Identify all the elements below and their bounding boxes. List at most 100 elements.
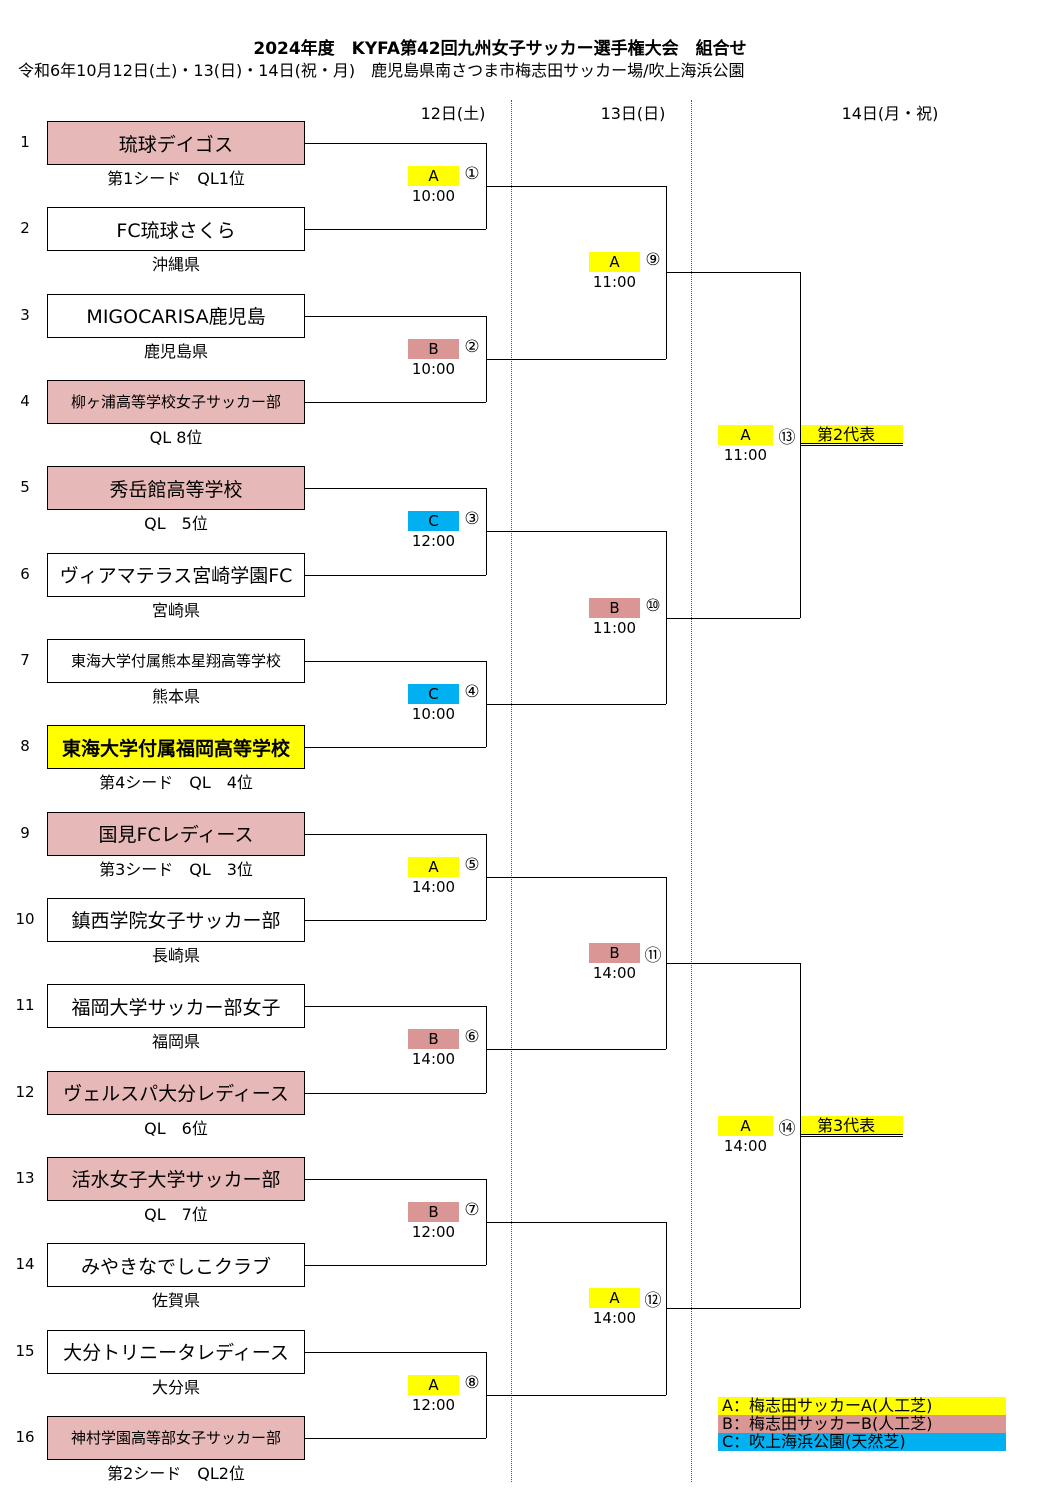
team-subtitle: QL 7位 xyxy=(144,1204,208,1224)
team-subtitle: 熊本県 xyxy=(151,686,200,706)
bracket-line xyxy=(305,660,486,662)
bracket-line xyxy=(305,1351,486,1353)
team-seed-number: 11 xyxy=(15,996,35,1015)
team-box: 琉球デイゴス xyxy=(47,121,305,165)
match-number: ⑧ xyxy=(464,1372,480,1393)
team-box: 国見FCレディース xyxy=(47,811,305,856)
venue-badge: A xyxy=(718,1115,773,1136)
team-seed-number: 9 xyxy=(20,823,30,842)
legend-item-b: B：梅志田サッカーB(人工芝) xyxy=(718,1415,1006,1433)
representative-label: 第3代表 xyxy=(801,1115,903,1135)
team-box: 秀岳館高等学校 xyxy=(47,466,305,511)
bracket-line xyxy=(486,704,666,706)
page-subtitle: 令和6年10月12日(土)・13(日)・14日(祝・月) 鹿児島県南さつま市梅志… xyxy=(18,61,745,80)
team-box: みやきなでしこクラブ xyxy=(47,1243,305,1288)
bracket-line xyxy=(486,876,666,878)
match-time: 10:00 xyxy=(411,187,456,206)
venue-badge: C xyxy=(408,511,459,532)
bracket-line xyxy=(305,1437,486,1439)
day-header-3: 14日(月・祝) xyxy=(841,104,939,123)
day-header-1: 12日(土) xyxy=(420,104,486,123)
team-box: 活水女子大学サッカー部 xyxy=(47,1156,305,1201)
team-subtitle: 宮崎県 xyxy=(151,600,200,620)
match-number: ⑤ xyxy=(464,854,480,875)
bracket-line xyxy=(666,1308,800,1310)
match-number: ④ xyxy=(464,682,480,703)
team-box: ヴィアマテラス宮崎学園FC xyxy=(47,552,305,597)
team-box: 大分トリニータレディース xyxy=(47,1329,305,1374)
team-seed-number: 8 xyxy=(20,737,30,756)
match-number: ⑭ xyxy=(778,1118,796,1139)
bracket-line xyxy=(486,531,666,533)
venue-badge: B xyxy=(408,1029,459,1050)
match-number: ⑥ xyxy=(464,1027,480,1048)
team-seed-number: 7 xyxy=(20,650,30,669)
venue-badge: A xyxy=(408,856,459,877)
venue-badge: A xyxy=(408,1374,459,1395)
bracket-line xyxy=(305,1265,486,1267)
team-subtitle: 第2シード QL2位 xyxy=(107,1463,245,1483)
match-time: 11:00 xyxy=(723,446,768,465)
venue-badge: B xyxy=(589,943,640,964)
match-number: ⑦ xyxy=(464,1200,480,1221)
bracket-line xyxy=(305,833,486,835)
day-header-2: 13日(日) xyxy=(600,104,666,123)
bracket-line xyxy=(305,143,486,144)
bracket-line xyxy=(486,660,487,748)
bracket-line xyxy=(486,1394,666,1396)
bracket-line xyxy=(486,488,487,575)
representative-label: 第2代表 xyxy=(801,425,903,445)
match-time: 10:00 xyxy=(411,359,456,378)
team-subtitle: 長崎県 xyxy=(151,945,200,965)
match-time: 12:00 xyxy=(411,532,456,551)
match-time: 14:00 xyxy=(411,877,456,896)
match-time: 11:00 xyxy=(592,618,637,637)
team-seed-number: 4 xyxy=(20,391,30,410)
day-divider xyxy=(691,100,692,1482)
team-subtitle: QL 5位 xyxy=(144,514,208,534)
team-box: 鎮西学院女子サッカー部 xyxy=(47,897,305,942)
venue-badge: B xyxy=(408,338,459,359)
bracket-line xyxy=(486,358,666,360)
team-seed-number: 3 xyxy=(20,305,30,324)
venue-badge: A xyxy=(408,166,459,187)
bracket-line xyxy=(666,617,800,619)
team-subtitle: 第1シード QL1位 xyxy=(107,169,245,188)
bracket-line xyxy=(486,1222,666,1224)
match-number: ③ xyxy=(464,509,480,530)
team-seed-number: 5 xyxy=(20,478,30,497)
team-subtitle: 第3シード QL 3位 xyxy=(99,859,253,879)
team-seed-number: 15 xyxy=(15,1341,35,1360)
match-number: ⑪ xyxy=(644,946,662,967)
venue-badge: A xyxy=(589,252,640,273)
match-time: 14:00 xyxy=(723,1136,768,1155)
team-seed-number: 16 xyxy=(15,1427,35,1446)
match-number: ② xyxy=(464,336,480,357)
legend-item-c: C：吹上海浜公園(天然芝) xyxy=(718,1433,1006,1451)
team-seed-number: 6 xyxy=(20,564,30,583)
team-subtitle: QL 6位 xyxy=(144,1118,208,1138)
bracket-line xyxy=(800,1135,903,1137)
team-box: 福岡大学サッカー部女子 xyxy=(47,984,305,1029)
team-box: FC琉球さくら xyxy=(47,207,305,252)
team-subtitle: QL 8位 xyxy=(149,427,203,447)
venue-badge: A xyxy=(718,425,773,446)
match-time: 11:00 xyxy=(592,273,637,292)
match-number: ⑩ xyxy=(645,595,661,616)
match-number: ⑨ xyxy=(645,250,661,271)
day-divider xyxy=(511,100,512,1482)
legend-item-a: A：梅志田サッカーA(人工芝) xyxy=(718,1397,1006,1415)
team-subtitle: 佐賀県 xyxy=(151,1291,200,1311)
bracket-line xyxy=(486,186,666,188)
match-time: 12:00 xyxy=(411,1395,456,1414)
bracket-line xyxy=(305,574,486,576)
bracket-line xyxy=(305,919,486,921)
venue-badge: B xyxy=(408,1202,459,1223)
bracket-line xyxy=(486,1351,487,1438)
team-subtitle: 福岡県 xyxy=(151,1032,200,1052)
match-time: 10:00 xyxy=(411,705,456,724)
match-time: 12:00 xyxy=(411,1223,456,1242)
bracket-line xyxy=(305,229,486,231)
team-seed-number: 14 xyxy=(15,1255,35,1274)
